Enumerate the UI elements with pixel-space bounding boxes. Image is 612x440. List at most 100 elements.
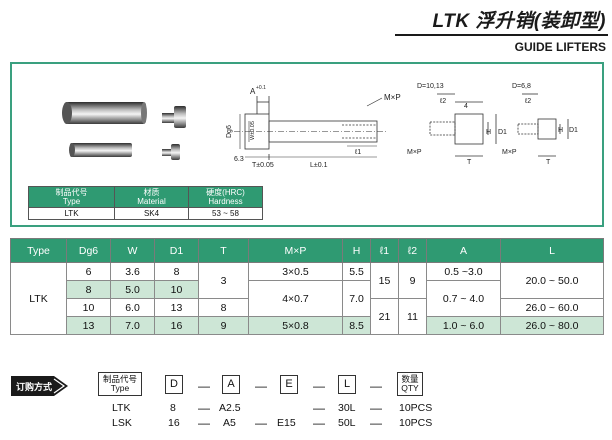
cell-l1: 21 bbox=[370, 298, 399, 335]
dim-l-label: L±0.1 bbox=[310, 162, 328, 169]
product-photo-large bbox=[62, 102, 147, 124]
mat-header-hardness: 硬度(HRC)Hardness bbox=[188, 186, 263, 208]
cell-mxp: 5×0.8 bbox=[248, 316, 343, 335]
order-dash: — bbox=[255, 416, 267, 430]
dim-w-label: W±0.05 bbox=[250, 121, 256, 140]
order-dash: — bbox=[313, 401, 325, 415]
cell-dg6: 13 bbox=[66, 316, 111, 335]
cell-t: 9 bbox=[198, 316, 249, 335]
col-l1: ℓ1 bbox=[370, 238, 399, 263]
dim-dg6-label: Dg6 bbox=[226, 125, 233, 138]
example-1-d: 8 bbox=[170, 402, 176, 414]
order-dash: — bbox=[313, 416, 325, 430]
table-row: 13 7.0 16 9 5×0.8 8.5 1.0 ~ 6.0 26.0 ~ 8… bbox=[11, 316, 604, 335]
dim-mxp2-label: M×P bbox=[407, 149, 422, 156]
table-row: LTK 6 3.6 8 3 3×0.5 5.5 15 9 0.5 ~3.0 20… bbox=[10, 262, 604, 335]
example-1-type: LTK bbox=[112, 402, 131, 414]
page-title: LTK 浮升销(装卸型) bbox=[432, 11, 606, 32]
section-drawing bbox=[234, 96, 387, 160]
example-1-l: 30L bbox=[338, 402, 356, 414]
cell-h: 7.0 bbox=[342, 280, 371, 317]
order-field-d: D bbox=[165, 375, 183, 394]
table-row: 10 6.0 13 8 21 11 26.0 ~ 60.0 bbox=[11, 298, 604, 335]
order-dash: — bbox=[198, 379, 210, 393]
spec-table: Type Dg6 W D1 T M×P H ℓ1 ℓ2 A L LTK 6 3.… bbox=[10, 238, 604, 335]
cell-l1: 15 bbox=[370, 262, 399, 299]
example-2-l: 50L bbox=[338, 417, 356, 429]
dim-4-label: 4 bbox=[464, 103, 468, 110]
cell-d1: 16 bbox=[154, 316, 199, 335]
cell-dg6: 8 bbox=[66, 280, 111, 299]
cell-d1: 10 bbox=[154, 280, 199, 299]
dim-l1-label: ℓ1 bbox=[354, 149, 361, 156]
dim-a-label: A bbox=[250, 87, 256, 96]
col-dg6: Dg6 bbox=[66, 238, 111, 263]
cell-h: 8.5 bbox=[342, 316, 371, 335]
table-row: 8 5.0 10 4×0.7 7.0 0.7 ~ 4.0 bbox=[11, 280, 604, 317]
dim-h-label: H bbox=[486, 129, 491, 136]
cell-t: 8 bbox=[198, 298, 249, 317]
view2-label: D=6,8 bbox=[512, 83, 531, 90]
cell-type: LTK bbox=[10, 262, 67, 335]
view1-label: D=10,13 bbox=[417, 83, 444, 90]
side-view-d6-8 bbox=[517, 93, 569, 157]
example-1-a: A2.5 bbox=[219, 402, 241, 414]
dim-63-label: 6.3 bbox=[234, 156, 244, 163]
example-1-qty: 10PCS bbox=[399, 402, 433, 414]
dim-t2-label: T bbox=[467, 159, 472, 166]
mat-cell-hardness: 53 ~ 58 bbox=[188, 207, 263, 220]
dim-l2-label: ℓ2 bbox=[439, 98, 446, 105]
dim-d1b-label: D1 bbox=[569, 127, 578, 134]
cell-d1: 13 bbox=[154, 298, 199, 317]
spec-header-row: Type Dg6 W D1 T M×P H ℓ1 ℓ2 A L bbox=[10, 238, 604, 263]
example-2-e: E15 bbox=[277, 417, 296, 429]
page-subtitle: GUIDE LIFTERS bbox=[514, 40, 606, 54]
mat-cell-material: SK4 bbox=[114, 207, 189, 220]
dim-d1-label: D1 bbox=[498, 129, 507, 136]
order-field-l: L bbox=[338, 375, 356, 394]
col-t: T bbox=[198, 238, 249, 263]
ordering-badge-label: 订购方式 bbox=[16, 382, 53, 392]
order-dash: — bbox=[370, 416, 382, 430]
dim-l2b-label: ℓ2 bbox=[524, 98, 531, 105]
example-2-d: 16 bbox=[168, 417, 180, 429]
dim-mxp-label: M×P bbox=[384, 93, 401, 102]
cell-mxp: 3×0.5 bbox=[248, 262, 343, 281]
technical-drawing: A +0.1 M×P Dg6 W±0.05 6.3 T±0.05 L±0.1 ℓ… bbox=[62, 83, 578, 169]
mat-cell-type: LTK bbox=[28, 207, 115, 220]
dim-t3-label: T bbox=[546, 159, 551, 166]
cell-dg6: 6 bbox=[66, 262, 111, 281]
order-dash: — bbox=[370, 379, 382, 393]
col-type: Type bbox=[10, 238, 67, 263]
cell-l: 26.0 ~ 60.0 bbox=[500, 298, 604, 317]
dim-h2-label: H bbox=[558, 127, 563, 134]
example-2-qty: 10PCS bbox=[399, 417, 433, 429]
dim-mxp3-label: M×P bbox=[502, 149, 517, 156]
col-l: L bbox=[500, 238, 604, 263]
arrow-icon bbox=[11, 376, 68, 396]
cell-a: 0.7 ~ 4.0 bbox=[426, 280, 501, 317]
ordering-badge: 订购方式 bbox=[10, 375, 70, 397]
cell-h: 5.5 bbox=[342, 262, 371, 281]
cell-w: 7.0 bbox=[110, 316, 155, 335]
cell-w: 6.0 bbox=[110, 298, 155, 317]
cell-d1: 8 bbox=[154, 262, 199, 281]
cell-a: 1.0 ~ 6.0 bbox=[426, 316, 501, 335]
cell-w: 3.6 bbox=[110, 262, 155, 281]
cell-l2: 9 bbox=[398, 262, 427, 299]
cell-l2: 11 bbox=[398, 298, 427, 335]
order-field-e: E bbox=[280, 375, 298, 394]
side-view-d10-13 bbox=[429, 93, 497, 157]
cell-l: 20.0 ~ 50.0 bbox=[500, 262, 604, 299]
col-a: A bbox=[426, 238, 501, 263]
col-d1: D1 bbox=[154, 238, 199, 263]
col-mxp: M×P bbox=[248, 238, 343, 263]
col-h: H bbox=[342, 238, 371, 263]
order-dash: — bbox=[313, 379, 325, 393]
